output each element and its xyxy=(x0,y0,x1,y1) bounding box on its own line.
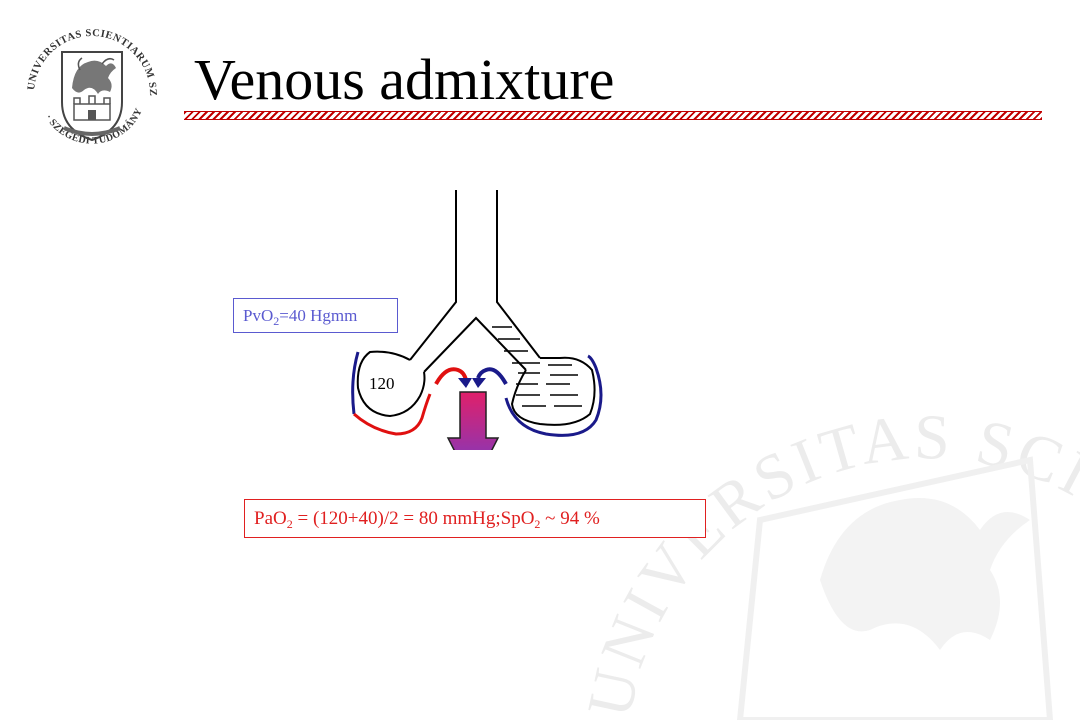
trachea-right-wall xyxy=(496,190,541,359)
trachea-left-wall xyxy=(409,190,457,361)
red-curved-arrow xyxy=(434,367,468,386)
carina xyxy=(423,316,527,373)
venous-po2-subscript: 2 xyxy=(273,314,280,328)
venous-po2-label: PvO2=40 Hgmm xyxy=(233,298,398,333)
ventilated-alveolus-po2-value: 120 xyxy=(369,374,395,393)
title-underline-rule xyxy=(184,111,1042,120)
blue-arrowhead xyxy=(472,378,486,388)
pao2-calculation: = (120+40)/2 = 80 mmHg;SpO xyxy=(292,508,535,529)
venous-po2-value: =40 Hgmm xyxy=(279,306,358,325)
spo2-subscript: 2 xyxy=(534,517,541,531)
spo2-value: ~ 94 % xyxy=(540,508,600,529)
venous-po2-prefix: PvO xyxy=(243,306,274,325)
mixed-blood-arrow xyxy=(446,391,500,450)
left-arterial-vessel xyxy=(353,393,432,436)
university-seal-logo: UNIVERSITAS SCIENTIARUM SZEGEDIENSIS · S… xyxy=(14,18,157,147)
slide-title: Venous admixture xyxy=(194,47,615,112)
arterial-po2-equation: PaO2 = (120+40)/2 = 80 mmHg;SpO2 ~ 94 % xyxy=(244,499,706,538)
pao2-prefix: PaO xyxy=(254,508,287,529)
red-arrowhead xyxy=(458,378,472,388)
blue-curved-arrow xyxy=(476,367,508,385)
left-venous-vessel xyxy=(351,351,360,415)
right-venous-vessel xyxy=(504,354,603,437)
lung-airway-diagram xyxy=(351,190,603,450)
left-alveolus xyxy=(356,350,426,418)
pao2-subscript: 2 xyxy=(286,517,293,531)
fluid-fill-marks xyxy=(492,326,582,407)
